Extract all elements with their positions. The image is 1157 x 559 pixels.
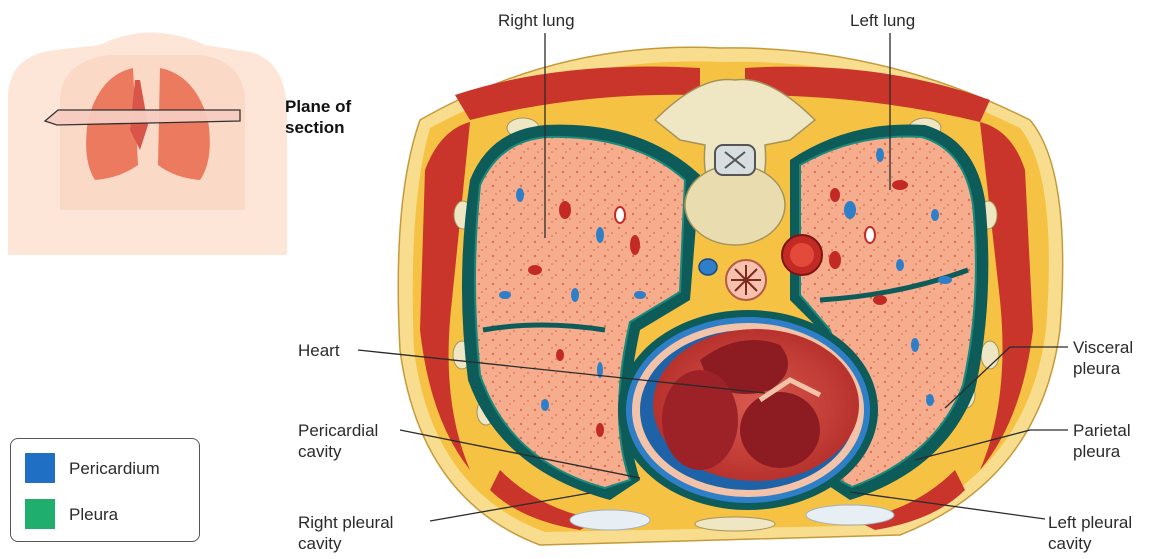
left-pleural-cavity-label: Left pleural cavity	[1048, 512, 1132, 554]
parietal-pleura-line2: pleura	[1073, 441, 1131, 462]
parietal-pleura-line1: Parietal	[1073, 420, 1131, 441]
right-pleural-cavity-line1: Right pleural	[298, 512, 393, 533]
right-pleural-cavity-label: Right pleural cavity	[298, 512, 393, 554]
visceral-pleura-line1: Visceral	[1073, 337, 1133, 358]
visceral-pleura-label: Visceral pleura	[1073, 337, 1133, 379]
left-lung-label: Left lung	[850, 10, 915, 31]
plane-of-section-label: Plane of section	[285, 96, 351, 138]
plane-label-line2: section	[285, 117, 351, 138]
pericardial-cavity-line1: Pericardial	[298, 420, 378, 441]
cross-section	[358, 33, 1068, 545]
parietal-pleura-label: Parietal pleura	[1073, 420, 1131, 462]
pericardial-cavity-line2: cavity	[298, 441, 378, 462]
left-pleural-cavity-line1: Left pleural	[1048, 512, 1132, 533]
left-pleural-cavity-line2: cavity	[1048, 533, 1132, 554]
azygos-vein	[699, 259, 717, 275]
heart	[653, 329, 859, 481]
legend: Pericardium Pleura	[10, 438, 200, 542]
legend-item-pleura: Pleura	[69, 505, 118, 525]
plane-label-line1: Plane of	[285, 96, 351, 117]
pleura-swatch	[25, 499, 55, 529]
torso-orientation-figure	[8, 33, 287, 256]
right-lung-label: Right lung	[498, 10, 575, 31]
legend-item-pericardium: Pericardium	[69, 459, 160, 479]
pericardial-cavity-label: Pericardial cavity	[298, 420, 378, 462]
visceral-pleura-line2: pleura	[1073, 358, 1133, 379]
heart-label: Heart	[298, 340, 340, 361]
right-pleural-cavity-line2: cavity	[298, 533, 393, 554]
pericardium-swatch	[25, 453, 55, 483]
